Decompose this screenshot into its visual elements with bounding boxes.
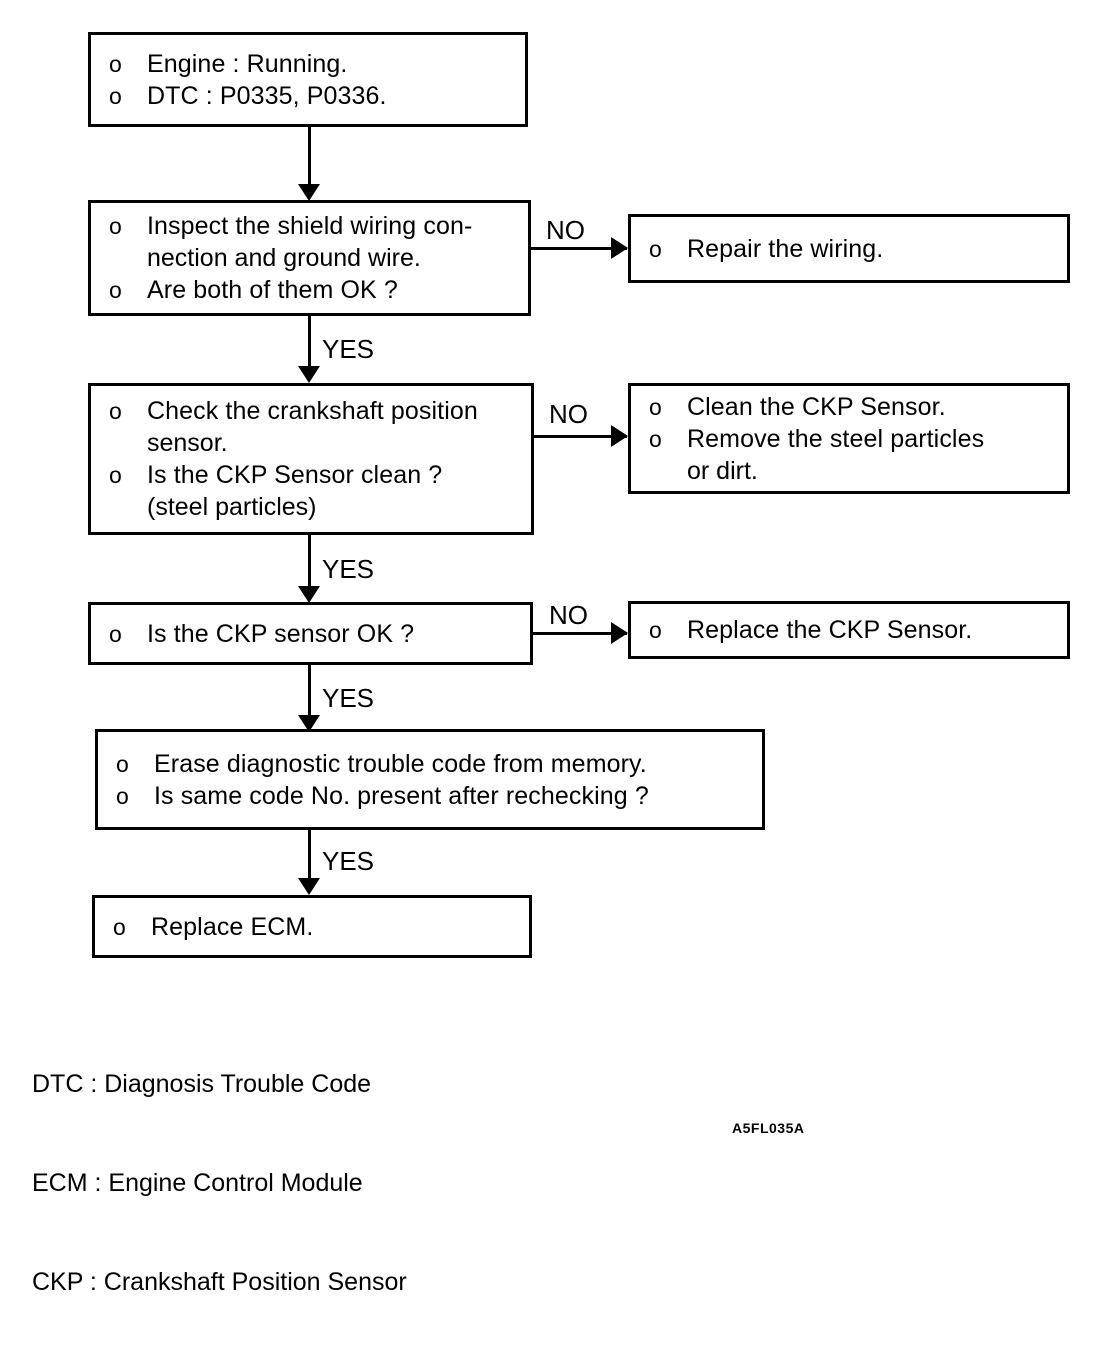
node-repair-wiring-line-1: Repair the wiring. — [687, 234, 884, 263]
bullet-icon: o — [113, 913, 126, 940]
arrowhead-right-icon — [611, 622, 628, 644]
node-start-conditions-body: o Engine : Running. o DTC : P0335, P0336… — [91, 48, 525, 112]
node-check-ckp-line-2: Is the CKP Sensor clean ? — [147, 461, 443, 489]
bullet-row: o Erase diagnostic trouble code from mem… — [116, 748, 754, 780]
node-repair-wiring: o Repair the wiring. — [628, 214, 1070, 283]
connector-ckp-ok-no — [533, 632, 627, 635]
bullet-row: o Repair the wiring. — [649, 233, 1059, 265]
node-is-ckp-ok-line-1: Is the CKP sensor OK ? — [147, 619, 415, 648]
node-is-ckp-sensor-ok: o Is the CKP sensor OK ? — [88, 602, 533, 665]
bullet-icon: o — [116, 750, 129, 777]
edge-label-no-1: NO — [546, 215, 585, 245]
legend-abbreviations: DTC : Diagnosis Trouble Code ECM : Engin… — [32, 1002, 407, 1365]
arrowhead-down-icon — [298, 586, 320, 603]
edge-label-no-3: NO — [549, 600, 588, 630]
bullet-icon: o — [109, 50, 122, 77]
bullet-row: o Replace ECM. — [113, 911, 521, 943]
bullet-row: o Is same code No. present after recheck… — [116, 780, 754, 812]
node-start-conditions: o Engine : Running. o DTC : P0335, P0336… — [88, 32, 528, 127]
connector-check-ckp-yes — [308, 535, 311, 600]
connector-ckp-ok-yes — [308, 665, 311, 729]
node-start-line-2: DTC : P0335, P0336. — [147, 81, 387, 110]
bullet-icon: o — [649, 235, 662, 262]
node-check-ckp-sensor: o Check the crankshaft position sensor. … — [88, 383, 534, 535]
flowchart-canvas: o Engine : Running. o DTC : P0335, P0336… — [32, 32, 1070, 1296]
bullet-row: o Engine : Running. — [109, 48, 517, 80]
legend-line-ecm: ECM : Engine Control Module — [32, 1169, 363, 1197]
bullet-icon: o — [109, 462, 122, 488]
bullet-icon: o — [109, 82, 122, 109]
connector-start-to-shield — [308, 127, 311, 197]
edge-label-yes-3: YES — [322, 683, 375, 713]
bullet-row: o Clean the CKP Sensor. — [649, 391, 1059, 423]
bullet-row: o Replace the CKP Sensor. — [649, 614, 1059, 646]
node-shield-line-2: Are both of them OK ? — [147, 276, 398, 304]
arrowhead-down-icon — [298, 366, 320, 383]
bullet-icon: o — [649, 393, 662, 420]
bullet-row: o Is the CKP Sensor clean ? — [109, 459, 523, 491]
arrowhead-down-icon — [298, 878, 320, 895]
node-replace-ecm-body: o Replace ECM. — [95, 911, 529, 943]
node-clean-ckp-line-2: Remove the steel particles — [687, 424, 985, 453]
arrowhead-right-icon — [611, 425, 628, 447]
bullet-icon: o — [109, 398, 122, 424]
connector-check-ckp-no — [534, 435, 627, 438]
node-replace-ckp-sensor-body: o Replace the CKP Sensor. — [631, 614, 1067, 646]
node-repair-wiring-body: o Repair the wiring. — [631, 233, 1067, 265]
node-erase-dtc-line-1: Erase diagnostic trouble code from memor… — [154, 749, 647, 778]
node-erase-dtc: o Erase diagnostic trouble code from mem… — [95, 729, 765, 830]
node-shield-line-1-cont: nection and ground wire. — [147, 244, 421, 272]
node-check-ckp-line-2-cont: (steel particles) — [147, 493, 317, 521]
node-clean-ckp-line-2-cont: or dirt. — [687, 456, 758, 485]
node-shield-line-1: Inspect the shield wiring con- — [147, 212, 473, 240]
node-check-ckp-sensor-body: o Check the crankshaft position sensor. … — [91, 395, 531, 523]
bullet-row: o Are both of them OK ? — [109, 274, 520, 306]
bullet-icon: o — [109, 277, 122, 303]
node-clean-ckp-line-1: Clean the CKP Sensor. — [687, 392, 946, 421]
node-replace-ecm: o Replace ECM. — [92, 895, 532, 958]
node-clean-ckp-sensor: o Clean the CKP Sensor. o Remove the ste… — [628, 383, 1070, 494]
node-erase-dtc-line-2: Is same code No. present after recheckin… — [154, 781, 649, 810]
arrowhead-down-icon — [298, 715, 320, 732]
node-check-ckp-line-1: Check the crankshaft position — [147, 397, 478, 425]
bullet-icon: o — [649, 425, 662, 452]
node-is-ckp-sensor-ok-body: o Is the CKP sensor OK ? — [91, 618, 530, 650]
bullet-icon: o — [109, 620, 122, 647]
connector-shield-no — [531, 247, 627, 250]
bullet-row: o Is the CKP sensor OK ? — [109, 618, 522, 650]
node-replace-ckp-line-1: Replace the CKP Sensor. — [687, 616, 973, 644]
bullet-row: o DTC : P0335, P0336. — [109, 80, 517, 112]
edge-label-no-2: NO — [549, 399, 588, 429]
node-replace-ecm-line-1: Replace ECM. — [151, 912, 314, 941]
node-inspect-shield-wiring-body: o Inspect the shield wiring con- nection… — [91, 210, 528, 306]
connector-shield-yes — [308, 316, 311, 379]
edge-label-yes-2: YES — [322, 554, 375, 584]
legend-line-ckp: CKP : Crankshaft Position Sensor — [32, 1268, 407, 1296]
bullet-row: o Remove the steel particles — [649, 423, 1059, 455]
legend-line-dtc: DTC : Diagnosis Trouble Code — [32, 1070, 372, 1098]
bullet-icon: o — [649, 617, 662, 643]
edge-label-yes-1: YES — [322, 334, 375, 364]
node-clean-ckp-sensor-body: o Clean the CKP Sensor. o Remove the ste… — [631, 391, 1067, 487]
figure-code: A5FL035A — [732, 1120, 805, 1136]
node-start-line-1: Engine : Running. — [147, 49, 348, 78]
bullet-icon: o — [116, 782, 129, 809]
arrowhead-down-icon — [298, 184, 320, 201]
edge-label-yes-4: YES — [322, 846, 375, 876]
bullet-row: o Inspect the shield wiring con- — [109, 210, 520, 242]
node-erase-dtc-body: o Erase diagnostic trouble code from mem… — [98, 748, 762, 812]
arrowhead-right-icon — [611, 237, 628, 259]
bullet-row: o Check the crankshaft position — [109, 395, 523, 427]
node-check-ckp-line-1-cont: sensor. — [147, 429, 228, 457]
node-replace-ckp-sensor: o Replace the CKP Sensor. — [628, 601, 1070, 659]
node-inspect-shield-wiring: o Inspect the shield wiring con- nection… — [88, 200, 531, 316]
connector-erase-dtc-yes — [308, 830, 311, 892]
bullet-icon: o — [109, 213, 122, 239]
